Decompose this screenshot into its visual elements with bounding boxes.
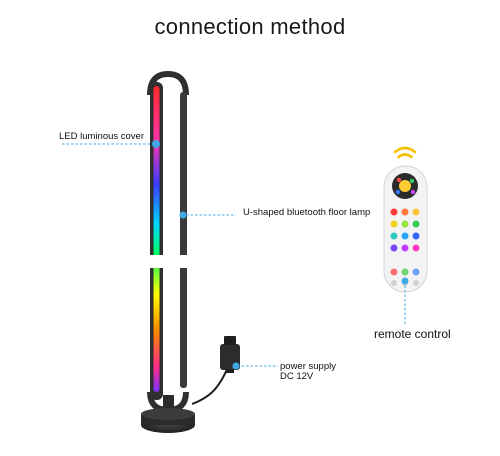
remote-control bbox=[383, 146, 428, 293]
label-power-supply: power supply bbox=[280, 361, 336, 372]
page-title: connection method bbox=[154, 14, 346, 39]
label-led-luminous-cover: LED luminous cover bbox=[59, 131, 145, 142]
wireless-signal-icon bbox=[393, 146, 417, 159]
power-cable bbox=[191, 363, 230, 405]
label-power-voltage: DC 12V bbox=[280, 371, 314, 382]
lamp-right-leg bbox=[180, 92, 187, 388]
led-strip bbox=[153, 86, 160, 392]
label-remote-control: remote control bbox=[374, 327, 451, 341]
u-shaped-floor-lamp bbox=[141, 70, 230, 433]
callout-lines bbox=[62, 140, 409, 370]
label-u-shaped-lamp: U-shaped bluetooth floor lamp bbox=[243, 207, 371, 218]
